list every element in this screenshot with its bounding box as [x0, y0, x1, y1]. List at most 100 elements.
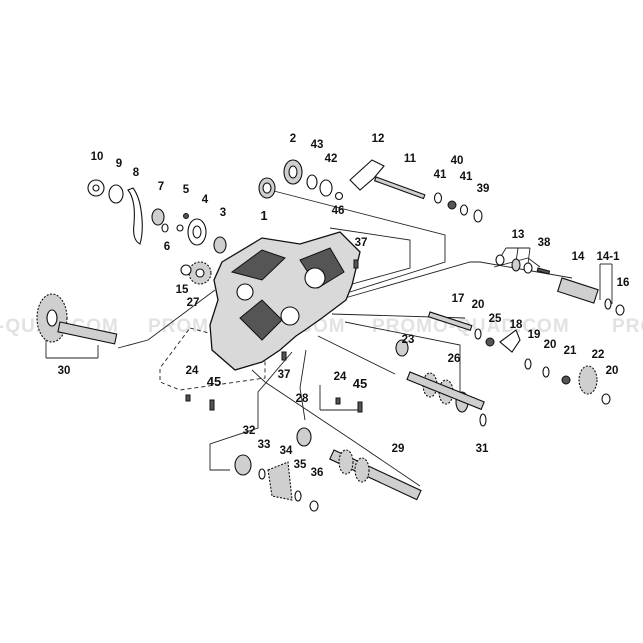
bearing-part-1-inner: [262, 182, 272, 194]
seal-part-6: [161, 223, 169, 233]
casing-bore: [304, 267, 326, 289]
washer-part-41b: [459, 204, 469, 216]
washer-part-33: [258, 468, 266, 480]
callout-label: 17: [452, 293, 465, 305]
callout-label: 40: [451, 155, 464, 167]
gear-part-29a: [338, 449, 354, 475]
bearing-part-28: [296, 427, 312, 447]
bearing-part-7: [151, 208, 165, 226]
bolt-part-24b: [335, 397, 341, 405]
watermark-segment: PRO: [612, 316, 643, 337]
callout-label: 23: [402, 334, 415, 346]
callout-label: 15: [176, 284, 189, 296]
chain-part-8: [127, 187, 143, 245]
callout-label: 35: [294, 459, 307, 471]
callout-label: 46: [332, 205, 345, 217]
bolt-part-37b: [281, 351, 287, 361]
callout-label: 33: [258, 439, 271, 451]
ring-part-42: [319, 179, 333, 197]
callout-label: 37: [355, 237, 368, 249]
callout-label: 7: [158, 181, 164, 193]
shaft-part-26: [406, 371, 485, 411]
washer-part-20c: [601, 393, 611, 405]
bolt-part-45b: [357, 401, 363, 413]
callout-label: 20: [606, 365, 619, 377]
gear-part-29b: [354, 457, 370, 483]
callout-label: 45: [207, 374, 221, 389]
ring-part-43: [306, 174, 318, 190]
washer-part-16: [615, 304, 625, 316]
callout-label: 10: [91, 151, 104, 163]
shaft-part-14: [556, 277, 599, 304]
shift-fork-part-12: [349, 159, 385, 191]
leader-line: [329, 227, 411, 287]
callout-label: 5: [183, 184, 190, 196]
callout-label: 25: [489, 313, 502, 325]
washer-part-15: [180, 264, 192, 276]
washer-part-20b: [542, 366, 550, 378]
callout-label: 8: [133, 167, 140, 179]
shift-fork-part-18: [499, 329, 521, 353]
callout-label: 43: [311, 139, 324, 151]
leader-line: [344, 321, 461, 395]
callout-label: 22: [592, 349, 605, 361]
ring-part-14-1: [604, 298, 612, 310]
clip-part-39: [473, 209, 483, 223]
callout-label: 13: [512, 229, 525, 241]
shift-rod-part-11: [373, 176, 426, 200]
callout-label: 14-1: [596, 251, 620, 263]
callout-label: 37: [278, 369, 291, 381]
callout-label: 20: [544, 339, 557, 351]
pin-part-46: [334, 191, 344, 201]
callout-label: 12: [372, 133, 385, 145]
nut-part-36: [309, 500, 319, 512]
gear-part-15-hub: [195, 268, 205, 278]
callout-label: 41: [460, 171, 473, 183]
callout-label: 38: [538, 237, 551, 249]
casing-rib: [230, 249, 286, 281]
casing-bore: [236, 283, 254, 301]
bearing-part-2-inner: [288, 165, 298, 179]
ring-part-13c: [523, 262, 533, 274]
callout-label: 14: [572, 251, 585, 263]
callout-label: 34: [280, 445, 293, 457]
callout-label: 11: [404, 153, 417, 165]
parts: [36, 159, 625, 512]
washer-part-41a: [433, 192, 443, 204]
ball-part-40: [447, 200, 457, 210]
callout-label: 9: [116, 158, 122, 170]
callout-label: 32: [243, 425, 256, 437]
callout-label: 39: [477, 183, 490, 195]
callout-label: 19: [528, 329, 541, 341]
bolt-part-37a: [353, 259, 359, 269]
callout-label: 2: [290, 133, 296, 145]
casing-bore: [280, 306, 300, 326]
leader-line: [527, 257, 541, 268]
leader-line: [117, 289, 216, 349]
nut-part-10-inner: [92, 184, 100, 192]
leader-line: [317, 335, 396, 375]
spring-part-5: [176, 224, 184, 232]
callout-label: 41: [434, 169, 447, 181]
gear-part-30-hub: [46, 309, 58, 327]
bolt-part-45a: [209, 399, 215, 411]
shaft-part-30: [57, 321, 118, 345]
pin-part-5: [183, 213, 189, 219]
leader-line: [209, 351, 293, 471]
callout-label: 21: [564, 345, 577, 357]
transmission-casing: [209, 231, 361, 371]
bushing-part-21: [561, 375, 571, 385]
callout-label: 28: [296, 393, 309, 405]
ring-part-13a: [495, 254, 505, 266]
spring-part-25: [485, 337, 495, 347]
callout-label: 24: [334, 371, 347, 383]
callout-label: 16: [617, 277, 630, 289]
callout-label: 3: [220, 207, 226, 219]
callout-label: 45: [353, 376, 367, 391]
bevel-gear-part-34: [267, 461, 293, 501]
callout-label: 1: [260, 208, 267, 223]
leader-line: [299, 349, 307, 421]
ring-part-13b: [511, 258, 521, 272]
callout-label: 42: [325, 153, 338, 165]
